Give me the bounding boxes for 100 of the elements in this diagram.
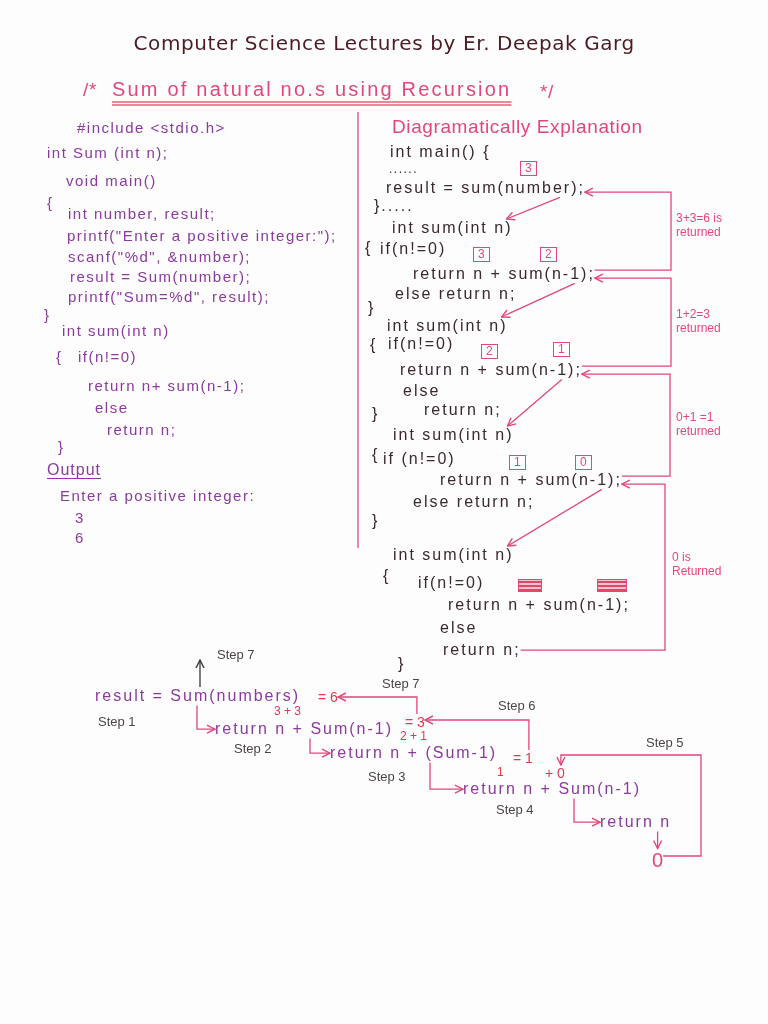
code-line: } <box>398 655 406 674</box>
code-line: if(n!=0) <box>78 347 138 365</box>
code-line: int Sum (int n); <box>47 143 169 161</box>
value-annotation: + 0 <box>545 765 565 782</box>
code-line: return n + Sum(n-1) <box>215 720 394 739</box>
comment-mark: /* <box>83 79 97 101</box>
code-line: return n + sum(n-1); <box>440 471 622 490</box>
output-text: 3 <box>75 508 85 526</box>
section-heading: Diagramatically Explanation <box>392 116 643 138</box>
ellipsis: ...... <box>389 163 418 177</box>
step-arrow <box>429 761 464 794</box>
value-box: 2 <box>540 246 557 262</box>
value-box: 0 <box>575 454 592 470</box>
code-line: return n + (Sum-1) <box>330 744 498 763</box>
edge-label: Step 1 <box>97 714 137 730</box>
code-line: } <box>372 405 380 424</box>
code-line: if(n!=0) <box>388 335 455 354</box>
comment-mark: */ <box>540 81 554 103</box>
value-annotation: 2 + 1 <box>400 730 428 744</box>
value-box: 1 <box>553 341 570 357</box>
code-line: return n+ sum(n-1); <box>88 376 246 394</box>
edge-label: Step 2 <box>233 741 273 757</box>
code-line: int sum(int n) <box>387 317 508 336</box>
output-text: 6 <box>75 528 85 546</box>
code-line: int sum(int n) <box>393 426 514 445</box>
value-box: 3 <box>473 246 490 262</box>
return-arrow <box>519 479 666 651</box>
code-line: } <box>372 512 380 531</box>
edge-label: Step 7 <box>216 647 256 663</box>
header-text: Computer Science Lectures by Er. Deepak Garg <box>133 31 635 55</box>
code-line: { <box>56 347 63 365</box>
edge-label: Step 3 <box>367 769 407 785</box>
value-box: 3 <box>520 160 537 176</box>
value-box: 2 <box>481 343 498 359</box>
call-arrow <box>506 378 563 427</box>
call-arrow <box>505 196 561 221</box>
code-line: if(n!=0) <box>418 574 485 593</box>
code-line: scanf("%d", &number); <box>68 247 252 265</box>
code-line: { <box>365 239 373 258</box>
value-annotation: 3 + 3 <box>274 705 302 719</box>
code-line: { <box>372 446 380 465</box>
step-arrow <box>652 830 663 850</box>
code-line: } <box>58 437 65 455</box>
code-line: int sum(int n) <box>62 321 170 339</box>
code-line: int sum(int n) <box>392 219 513 238</box>
call-arrow <box>506 488 603 547</box>
edge-label: Step 7 <box>381 676 421 692</box>
step-arrow <box>309 737 331 758</box>
code-line: { <box>47 193 54 211</box>
crossed-out-box <box>518 578 542 592</box>
value-annotation: = 1 <box>513 750 533 767</box>
code-line: printf("Sum=%d", result); <box>68 287 270 305</box>
step-arrow <box>337 692 418 715</box>
code-line: else <box>440 619 478 638</box>
section-heading: Output <box>47 461 102 480</box>
value-annotation: 1 <box>497 766 504 780</box>
code-line: } <box>368 299 376 318</box>
return-arrow <box>581 369 671 477</box>
code-line: return n; <box>424 401 502 420</box>
code-line: #include <stdio.h> <box>77 118 226 136</box>
step-arrow <box>573 797 601 827</box>
code-line: return n + sum(n-1); <box>413 265 595 284</box>
value-annotation: = 6 <box>318 689 338 706</box>
code-line: result = sum(number); <box>386 179 585 198</box>
code-line: int number, result; <box>68 204 216 222</box>
step-arrow <box>556 754 702 857</box>
code-line: else return n; <box>413 493 535 512</box>
code-line: return n; <box>107 420 177 438</box>
code-line: { <box>370 336 378 355</box>
call-arrow <box>500 282 576 318</box>
code-line: return n + sum(n-1); <box>448 596 630 615</box>
value-box: 1 <box>509 454 526 470</box>
code-line: result = Sum(numbers) <box>95 687 301 706</box>
code-line: return n <box>600 813 672 832</box>
value-annotation: = 3 <box>405 714 425 731</box>
edge-label: Step 4 <box>495 802 535 818</box>
code-line: return n + sum(n-1); <box>400 361 582 380</box>
edge-label: Step 6 <box>497 698 537 714</box>
code-line: else return n; <box>395 285 517 304</box>
code-line: else <box>403 382 441 401</box>
code-line: result = Sum(number); <box>70 267 252 285</box>
return-arrow <box>581 273 672 367</box>
step-arrow <box>424 715 530 751</box>
step-arrow <box>195 659 205 688</box>
code-line: printf("Enter a positive integer:"); <box>67 226 337 244</box>
code-line: return n + Sum(n-1) <box>463 780 642 799</box>
step-arrow <box>196 704 216 734</box>
code-line: else <box>95 398 129 416</box>
code-line: } <box>44 305 51 323</box>
title: Sum of natural no.s using Recursion <box>112 77 512 101</box>
return-arrow <box>584 187 672 271</box>
code-line: }..... <box>374 197 414 216</box>
crossed-out-box <box>597 578 627 592</box>
code-line: { <box>383 567 391 586</box>
code-line: return n; <box>443 641 521 660</box>
code-line: if (n!=0) <box>383 450 456 469</box>
edge-label: Step 5 <box>645 735 685 751</box>
code-line: if(n!=0) <box>380 240 447 259</box>
code-line: int sum(int n) <box>393 546 514 565</box>
value-annotation: 0 <box>652 848 664 872</box>
